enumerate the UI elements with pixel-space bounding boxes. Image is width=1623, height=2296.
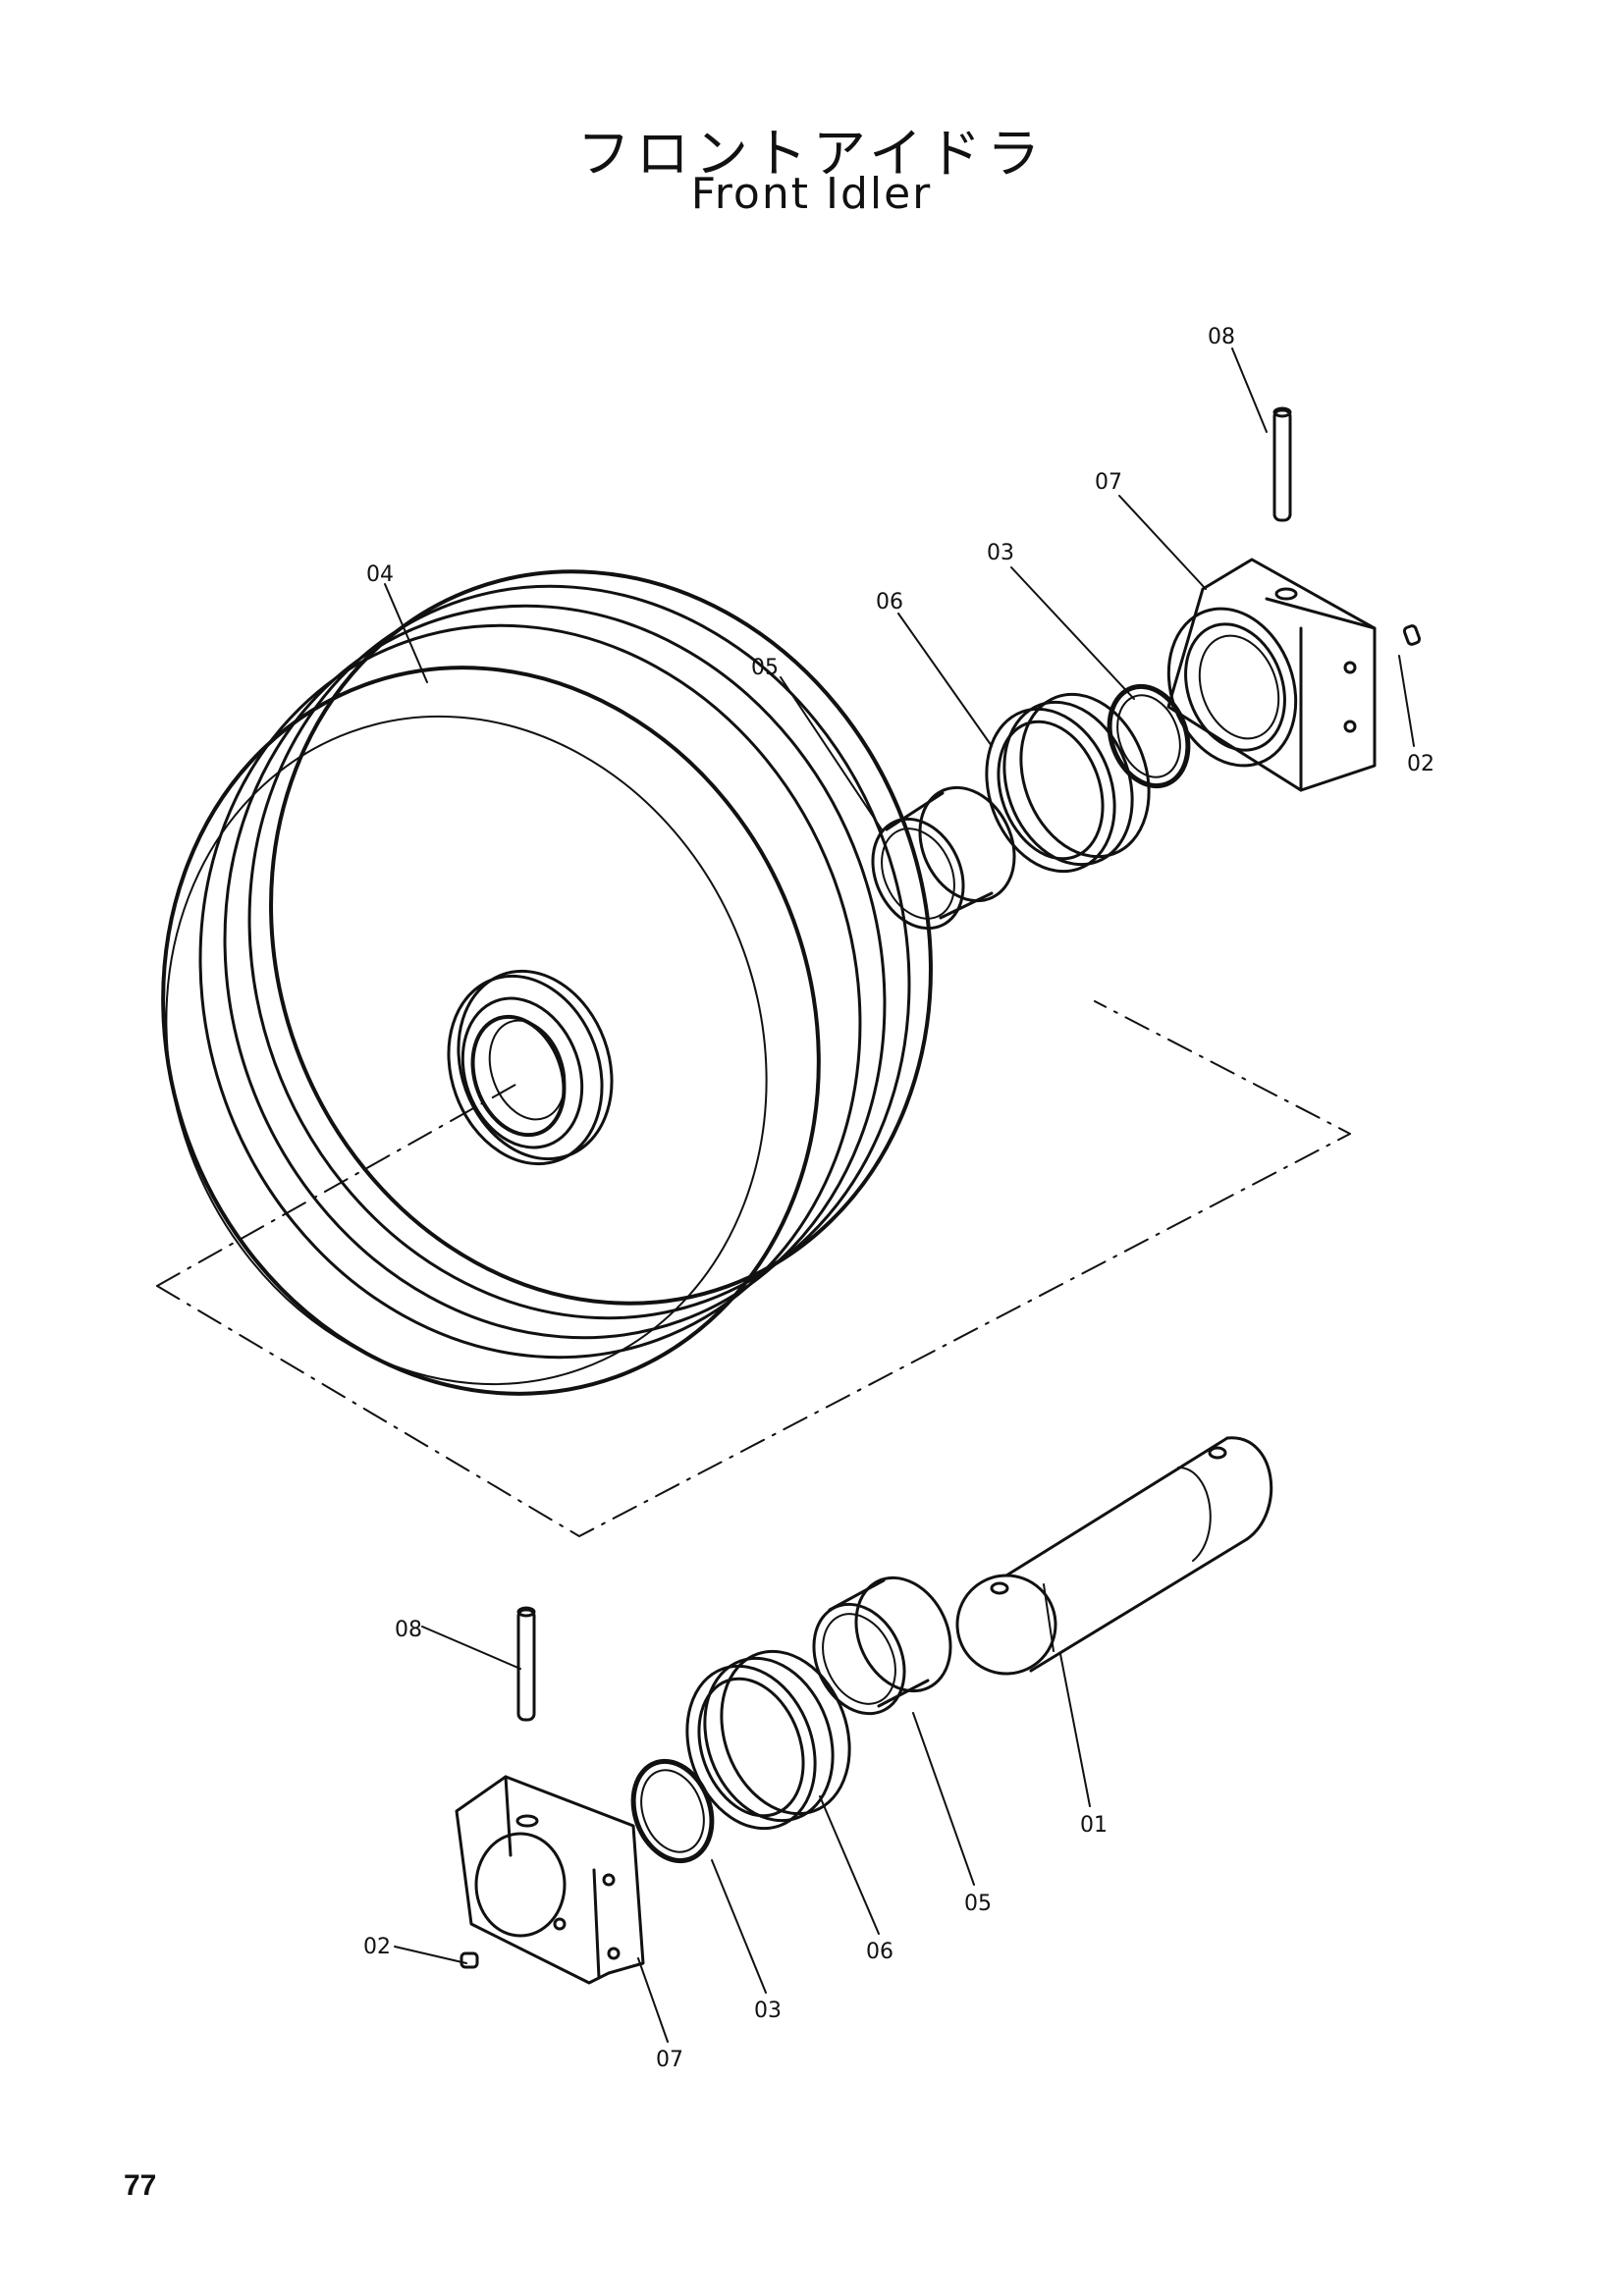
lower-pin-08 — [516, 1606, 536, 1722]
upper-pin-08 — [1272, 406, 1292, 522]
callout-01: 01 — [1080, 1813, 1108, 1838]
upper-plug-02 — [1402, 624, 1422, 646]
lower-bushing-05 — [812, 1575, 952, 1716]
callout-07-lower: 07 — [656, 2048, 683, 2072]
callout-05-upper: 05 — [751, 656, 779, 680]
callout-03-lower: 03 — [754, 1999, 782, 2023]
title-english: Front Idler — [690, 169, 933, 219]
shaft-01 — [955, 1436, 1273, 1676]
lower-floating-seal-06 — [685, 1649, 851, 1831]
upper-support-07 — [1166, 558, 1377, 792]
callout-07-upper: 07 — [1095, 470, 1122, 495]
lower-o-ring-03 — [630, 1758, 715, 1864]
callout-08-lower: 08 — [395, 1618, 422, 1642]
callout-06-lower: 06 — [866, 1940, 893, 1964]
callout-02-upper: 02 — [1407, 752, 1434, 776]
lower-support-07 — [455, 1775, 645, 1985]
callout-06-upper: 06 — [876, 590, 903, 614]
upper-floating-seal-06 — [985, 692, 1151, 874]
page-number: 77 — [124, 2169, 157, 2202]
callout-04: 04 — [366, 562, 394, 587]
idler-wheel — [161, 569, 933, 1396]
title-japanese: フロントアイドラ — [576, 123, 1047, 185]
callout-05-lower: 05 — [964, 1892, 992, 1916]
upper-o-ring-03 — [1107, 683, 1191, 789]
callout-08-upper: 08 — [1208, 325, 1235, 349]
assembly-plane — [156, 1000, 1351, 1537]
callout-02-lower: 02 — [363, 1935, 391, 1959]
lower-plug-02 — [460, 1951, 479, 1969]
callout-03-upper: 03 — [987, 541, 1014, 565]
leader-lines — [384, 347, 1415, 2043]
upper-bushing-05 — [871, 785, 1016, 931]
